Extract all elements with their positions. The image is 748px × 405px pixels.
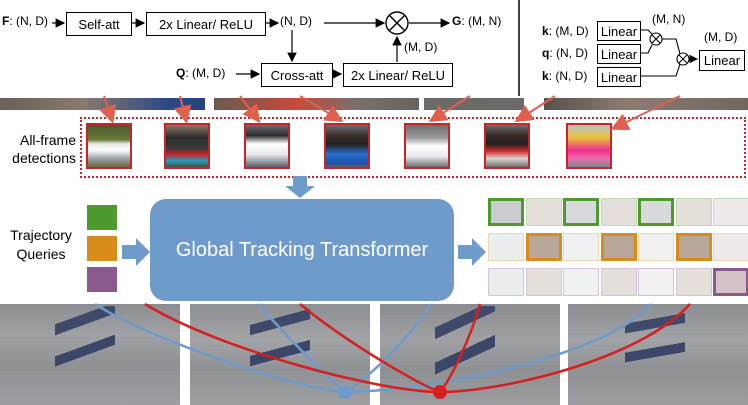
grid-cell <box>563 268 599 296</box>
g-output-label: G: (M, N) <box>452 14 502 28</box>
grid-cell <box>600 198 637 226</box>
grid-cell <box>600 233 637 261</box>
k1-label: k: (M, D) <box>542 24 589 38</box>
multiply-circle-icon <box>676 52 690 66</box>
grid-cell <box>638 233 674 261</box>
walker-legs-2 <box>250 306 310 376</box>
md-dims-label: (M, D) <box>404 40 438 54</box>
grid-cell <box>525 198 562 226</box>
grid-cell <box>675 268 712 296</box>
q-input-label: Q: (M, D) <box>176 66 226 80</box>
video-frame-4 <box>544 98 748 110</box>
right-arrow-icon <box>458 238 486 266</box>
linear-box-k2: Linear <box>597 67 641 87</box>
grid-cell <box>713 268 748 296</box>
walker-legs-3 <box>435 306 495 376</box>
detection-thumb-3 <box>244 123 290 169</box>
grid-cell <box>675 233 712 261</box>
linear-box-k1: Linear <box>597 21 641 41</box>
track-curves <box>94 302 691 394</box>
k2-label: k: (N, D) <box>542 69 588 83</box>
detection-thumb-6 <box>484 123 530 169</box>
grid-cell <box>488 268 524 296</box>
f-input-label: F: (N, D) <box>2 14 49 28</box>
detection-thumb-1 <box>86 123 132 169</box>
query-orange <box>87 236 117 261</box>
video-frame-3 <box>424 98 524 110</box>
grid-cell <box>638 268 674 296</box>
grid-cell <box>488 198 524 226</box>
grid-cell <box>638 198 674 226</box>
detection-thumb-7 <box>566 123 612 169</box>
self-att-box: Self-att <box>66 12 132 36</box>
linear-box-out: Linear <box>699 50 745 71</box>
walker-legs-1 <box>55 306 115 376</box>
cross-att-box: Cross-att <box>261 63 333 87</box>
linear-box-q: Linear <box>597 44 641 64</box>
track-node-red <box>433 385 447 399</box>
grid-cell <box>525 268 562 296</box>
grid-cell <box>525 233 562 261</box>
grid-cell <box>488 233 524 261</box>
track-node-blue <box>338 385 352 399</box>
query-purple <box>87 267 117 292</box>
down-arrow-icon <box>285 176 315 198</box>
global-tracking-transformer-block: Global Tracking Transformer <box>150 199 454 301</box>
grid-cell <box>713 233 748 261</box>
grid-cell <box>675 198 712 226</box>
query-green <box>87 205 117 230</box>
detection-thumb-2 <box>164 123 210 169</box>
mn-dims-label: (M, N) <box>652 12 686 26</box>
multiply-circle-icon <box>649 32 663 46</box>
detections-dotted-box <box>80 117 746 178</box>
mid-dims-label: (N, D) <box>280 14 312 28</box>
md-dims-label-right: (M, D) <box>704 30 738 44</box>
right-arrow-icon <box>122 238 150 266</box>
grid-cell <box>563 198 599 226</box>
linear-relu-box-1: 2x Linear/ ReLU <box>146 12 266 36</box>
detection-thumb-4 <box>324 123 370 169</box>
trajectory-label: Trajectory Queries <box>10 227 72 262</box>
transformer-label: Global Tracking Transformer <box>175 238 429 261</box>
video-frame-2 <box>214 98 419 110</box>
grid-cell <box>600 268 637 296</box>
detection-thumb-5 <box>404 123 450 169</box>
grid-cell <box>713 198 748 226</box>
multiply-circle-icon <box>385 11 409 35</box>
q-label: q: (N, D) <box>542 46 589 60</box>
all-frame-label: All-frame detections <box>12 132 76 166</box>
linear-relu-box-2: 2x Linear/ ReLU <box>343 63 453 87</box>
grid-cell <box>563 233 599 261</box>
